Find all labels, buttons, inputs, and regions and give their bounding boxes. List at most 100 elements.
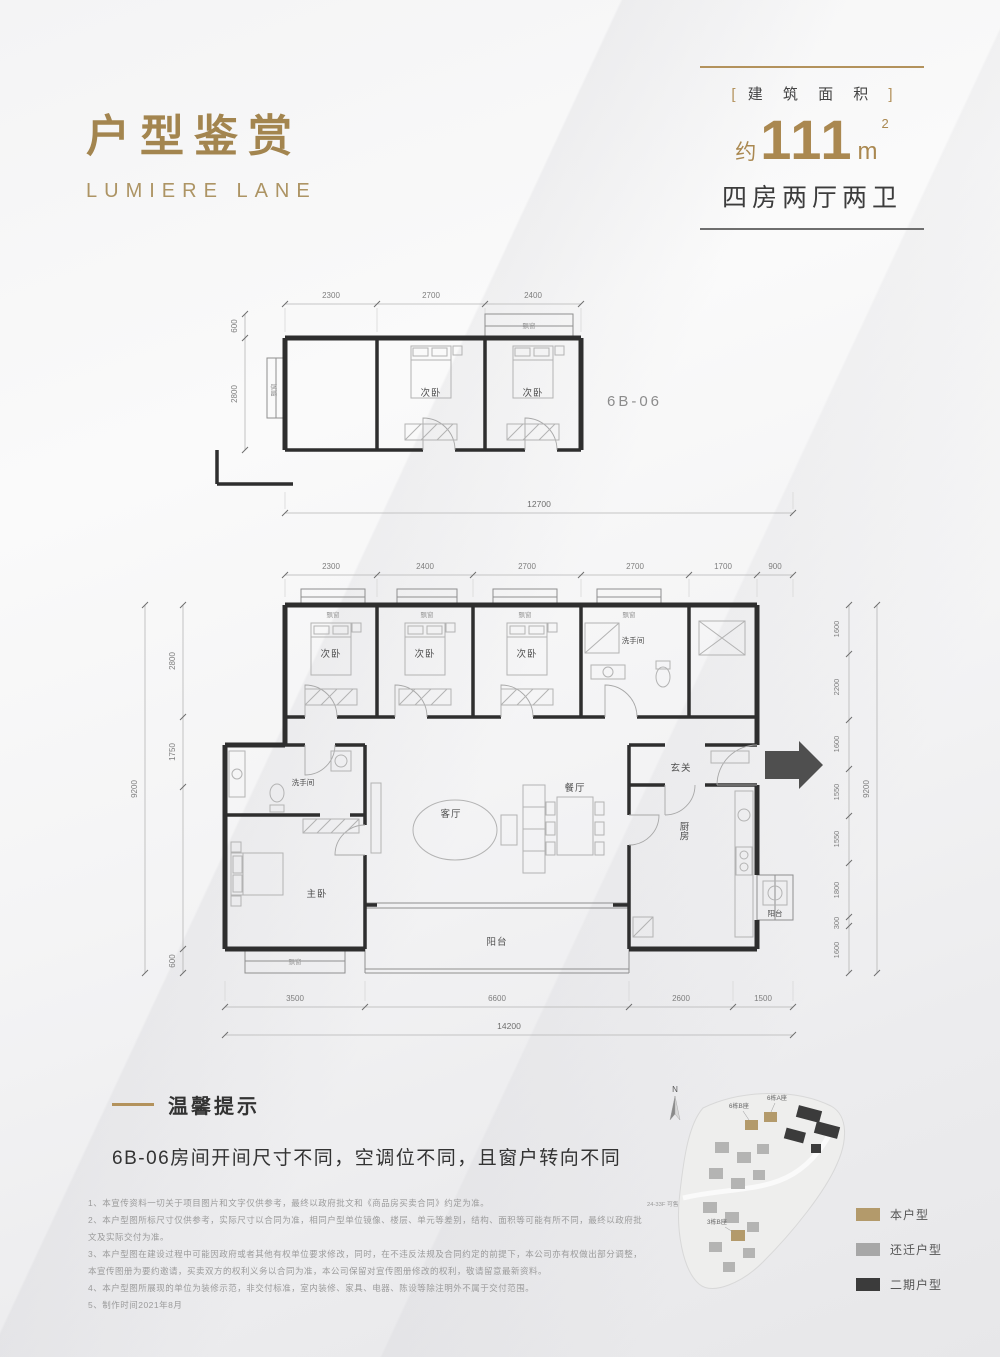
dim-label: 2700 <box>518 562 536 571</box>
label-master-bedroom: 主卧 <box>306 888 327 900</box>
dim-total: 14200 <box>497 1021 521 1031</box>
label-bedroom-b: 次卧 <box>522 387 543 399</box>
dim-label: 600 <box>230 319 239 333</box>
dim-label: 2400 <box>416 562 434 571</box>
dim-label: 1500 <box>754 994 772 1003</box>
bracket-right: ] <box>888 86 893 103</box>
legend-chip-this-unit <box>856 1208 880 1221</box>
legend-label: 本户型 <box>890 1208 930 1222</box>
label-foyer: 玄关 <box>670 762 691 774</box>
dim-label: 1600 <box>832 942 841 959</box>
title-block: 户型鉴赏 LUMIERE LANE <box>86 100 317 203</box>
dim-label: 900 <box>768 562 782 571</box>
label-bedroom-1: 次卧 <box>320 648 341 660</box>
upper-dim-left: 600 2800 <box>230 310 249 454</box>
label-dining-room: 餐厅 <box>564 782 585 794</box>
area-box: [ 建 筑 面 积 ] 约 111 m 2 四房两厅两卫 <box>700 66 924 230</box>
bracket-left: [ <box>731 86 736 103</box>
footnote-1: 1、本宣传资料一切关于项目图片和文字仅供参考，最终以政府批文和《商品房买卖合同》… <box>88 1198 490 1208</box>
entry-arrow <box>765 741 823 789</box>
dim-label: 600 <box>168 954 177 968</box>
label-bay-3: 飘窗 <box>519 610 532 619</box>
upper-room-labels: 次卧 次卧 飘窗 飘窗 6B-06 <box>269 321 662 410</box>
dim-label: 2300 <box>322 562 340 571</box>
area-unit-sup: 2 <box>881 116 889 131</box>
furniture-foyer-kitchen <box>632 750 754 938</box>
area-value: 111 <box>760 108 854 171</box>
upper-dim-bottom: 12700 <box>281 492 797 517</box>
dim-label: 1800 <box>832 882 841 899</box>
site-road <box>682 1125 836 1201</box>
layout-description: 四房两厅两卫 <box>721 184 902 212</box>
label-bay-top: 飘窗 <box>523 321 536 330</box>
this-unit-buildings <box>731 1112 777 1241</box>
area-value-row: 约 111 m 2 <box>700 112 924 168</box>
legend-label: 还迁户型 <box>890 1243 943 1257</box>
main-room-labels: 次卧 次卧 次卧 洗手间 洗手间 主卧 客厅 餐厅 玄关 厨房 阳台 阳台 飘窗… <box>289 610 783 966</box>
dim-total: 12700 <box>527 499 551 509</box>
dim-label: 2800 <box>168 652 177 670</box>
dim-label: 1600 <box>832 736 841 753</box>
main-doors <box>304 684 758 856</box>
dim-label: 2800 <box>230 385 239 403</box>
legend-chip-relocation <box>856 1243 880 1256</box>
main-floor-plan: 2300 2400 2700 2700 1700 900 3500 6600 2… <box>130 562 881 1039</box>
unit-code: 6B-06 <box>607 393 662 410</box>
footnotes: 1、本宣传资料一切关于项目图片和文字仅供参考，最终以政府批文和《商品房买卖合同》… <box>88 1195 648 1314</box>
furniture-living <box>370 782 546 874</box>
dim-label: 2600 <box>672 994 690 1003</box>
main-dim-right: 1600 2200 1600 1550 1550 1800 300 1600 9… <box>832 601 881 977</box>
dim-label: 1550 <box>832 784 841 801</box>
legend-item-this-unit: 本户型 <box>856 1206 942 1223</box>
dim-label: 2400 <box>524 291 542 300</box>
compass: N <box>669 1085 681 1121</box>
building-label-6b: 6栋B座 <box>729 1102 749 1110</box>
dim-label: 300 <box>832 917 841 930</box>
dim-label: 2700 <box>422 291 440 300</box>
main-dim-top: 2300 2400 2700 2700 1700 900 <box>281 562 797 597</box>
notice-section: 温馨提示 6B-06房间开间尺寸不同，空调位不同，且窗户转向不同 <box>112 1090 621 1170</box>
dim-total: 9200 <box>130 780 139 798</box>
legend-chip-phase2 <box>856 1278 880 1291</box>
gold-rule-top <box>700 66 924 68</box>
dim-label: 1750 <box>168 743 177 761</box>
site-note: 24-33F 可售 <box>647 1200 679 1208</box>
label-balcony-east: 阳台 <box>768 908 783 918</box>
upper-doors <box>422 417 558 451</box>
dim-label: 1600 <box>832 621 841 638</box>
label-bathroom-left: 洗手间 <box>292 777 315 787</box>
furniture-dining <box>545 796 605 856</box>
label-bedroom-3: 次卧 <box>516 648 537 660</box>
legend-item-relocation: 还迁户型 <box>856 1241 942 1258</box>
furniture-balcony-east <box>762 880 788 906</box>
dim-label: 6600 <box>488 994 506 1003</box>
notice-body: 6B-06房间开间尺寸不同，空调位不同，且窗户转向不同 <box>112 1148 622 1169</box>
dim-label: 2700 <box>626 562 644 571</box>
upper-walls <box>215 335 584 486</box>
gold-dash <box>112 1103 154 1106</box>
furniture-bath-top <box>584 620 746 688</box>
label-living-room: 客厅 <box>440 808 461 820</box>
area-unit: m <box>857 138 878 165</box>
dim-label: 1550 <box>832 831 841 848</box>
page-title: 户型鉴赏 <box>86 112 302 161</box>
building-label-3b: 3栋B座 <box>707 1218 727 1226</box>
variant-floor-plan-6b06: 2300 2700 2400 600 2800 12700 <box>215 291 797 517</box>
label-kitchen: 厨房 <box>678 822 690 842</box>
upper-dim-top: 2300 2700 2400 <box>281 291 585 332</box>
page-subtitle: LUMIERE LANE <box>86 180 317 202</box>
label-balcony-south: 阳台 <box>486 936 507 948</box>
legend-label: 二期户型 <box>890 1278 943 1292</box>
legend-item-phase2: 二期户型 <box>856 1276 942 1293</box>
label-bay-2: 飘窗 <box>421 610 434 619</box>
footnote-5: 5、制作时间2021年8月 <box>88 1300 183 1310</box>
dim-label: 2300 <box>322 291 340 300</box>
label-bay-left: 飘窗 <box>269 384 278 397</box>
main-windows <box>244 588 794 974</box>
dim-label: 3500 <box>286 994 304 1003</box>
relocation-buildings <box>703 1142 769 1272</box>
label-bay-1: 飘窗 <box>327 610 340 619</box>
upper-furniture <box>404 345 565 441</box>
north-label: N <box>672 1085 678 1094</box>
